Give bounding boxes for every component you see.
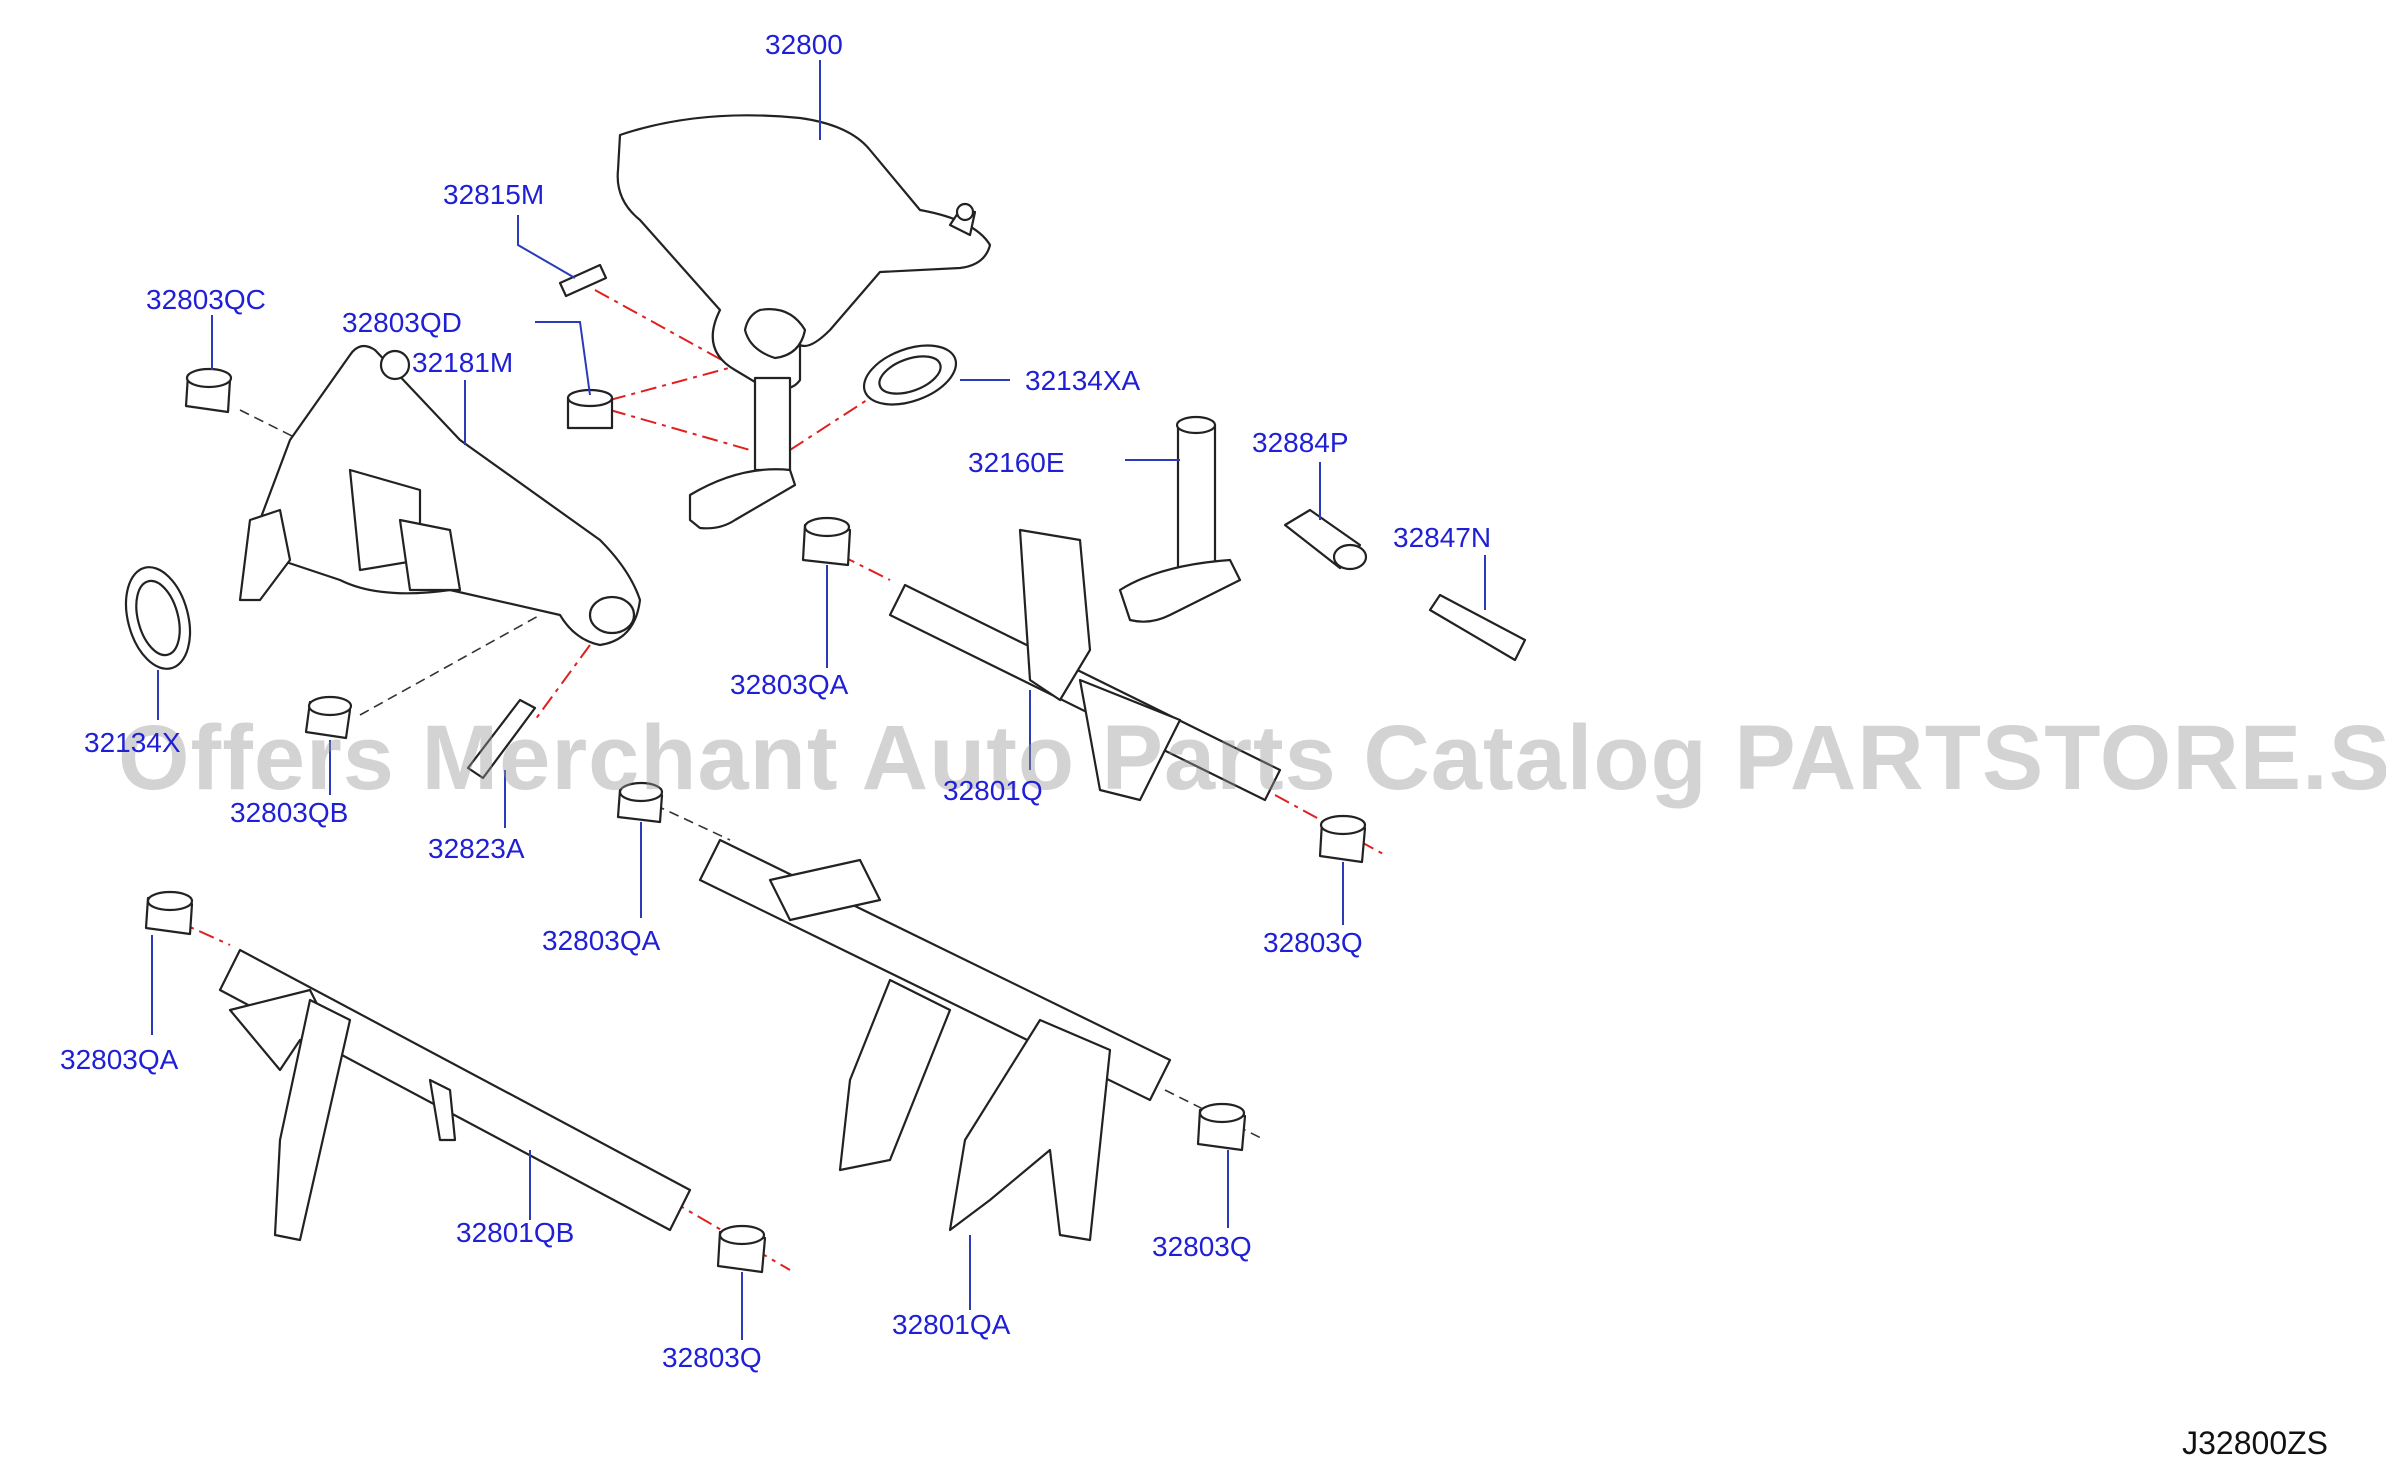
- pin-32847N: [1428, 593, 1527, 662]
- bushing-32803QD: [566, 388, 614, 430]
- shift-lever-32800: [616, 114, 992, 530]
- label-32847N[interactable]: 32847N: [1393, 522, 1492, 553]
- bushing-32803QA-1: [801, 516, 852, 567]
- label-32801Q[interactable]: 32801Q: [943, 775, 1043, 806]
- label-32803Q-3[interactable]: 32803Q: [1152, 1231, 1252, 1262]
- bushing-32803QB: [304, 695, 353, 740]
- label-32134XA[interactable]: 32134XA: [1025, 365, 1141, 396]
- bushing-32803Q-2: [1196, 1102, 1247, 1152]
- bushing-32803QA-3: [144, 890, 194, 936]
- label-32884P[interactable]: 32884P: [1252, 427, 1349, 458]
- bushing-32803QA-2: [616, 781, 664, 824]
- seal-32134XA: [862, 344, 958, 406]
- label-32803Q-1[interactable]: 32803Q: [1263, 927, 1363, 958]
- label-32803QA-1[interactable]: 32803QA: [730, 669, 849, 700]
- label-32803QB[interactable]: 32803QB: [230, 797, 349, 828]
- bushing-32803Q-1: [1318, 814, 1367, 864]
- bushing-32803Q-3: [716, 1224, 767, 1274]
- label-32803QA-3[interactable]: 32803QA: [60, 1044, 179, 1075]
- pin-32815M: [558, 263, 608, 298]
- fork-rod-32801Q: [888, 528, 1282, 802]
- seal-32134X: [124, 566, 192, 670]
- leader-lines: [151, 60, 1486, 1340]
- fork-rod-32801QA: [698, 838, 1172, 1242]
- fork-rod-32801QB: [218, 948, 692, 1242]
- label-32160E[interactable]: 32160E: [968, 447, 1065, 478]
- shift-bracket-32181M: [238, 344, 642, 647]
- label-32181M[interactable]: 32181M: [412, 347, 514, 378]
- label-32803QC[interactable]: 32803QC: [146, 284, 266, 315]
- label-32801QB[interactable]: 32801QB: [456, 1217, 575, 1248]
- label-32823A[interactable]: 32823A: [428, 833, 525, 864]
- label-32803QA-2[interactable]: 32803QA: [542, 925, 661, 956]
- diagram-code: J32800ZS: [2182, 1425, 2328, 1461]
- label-32800[interactable]: 32800: [765, 29, 843, 60]
- sleeve-32884P: [1283, 508, 1368, 571]
- label-32134X[interactable]: 32134X: [84, 727, 181, 758]
- shaft-32160E: [1118, 415, 1242, 623]
- label-32803QD[interactable]: 32803QD: [342, 307, 462, 338]
- watermark: Offers Merchant Auto Parts Catalog PARTS…: [118, 707, 2386, 809]
- bushing-32803QC: [184, 367, 233, 414]
- label-32803Q-2[interactable]: 32803Q: [662, 1342, 762, 1373]
- label-32801QA[interactable]: 32801QA: [892, 1309, 1011, 1340]
- label-32815M[interactable]: 32815M: [443, 179, 545, 210]
- pin-32823A: [466, 698, 537, 780]
